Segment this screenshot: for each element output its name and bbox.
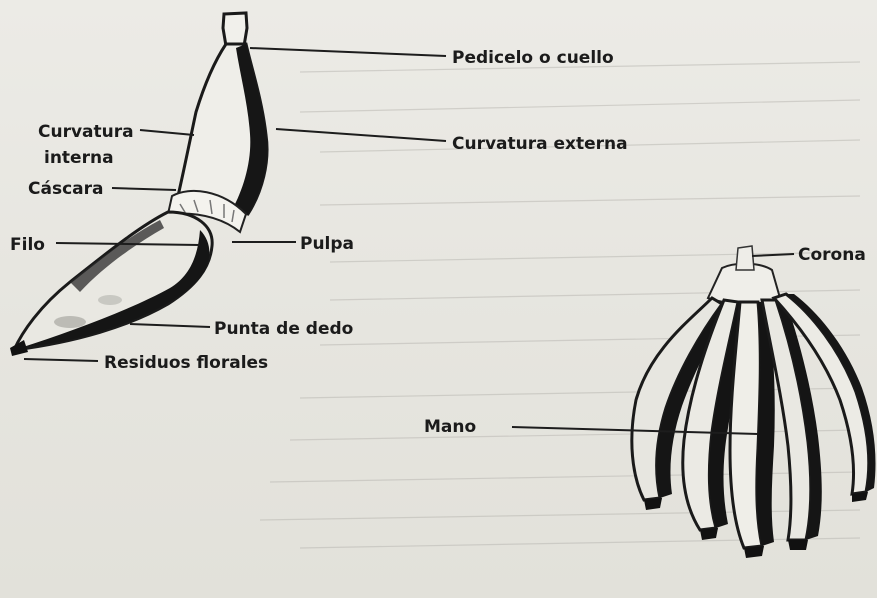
label-pulpa: Pulpa (300, 234, 354, 254)
label-curvatura-externa: Curvatura externa (452, 134, 628, 154)
banana-mottle (54, 316, 86, 328)
leader-cascara (112, 188, 176, 190)
leader-pedicelo (250, 48, 446, 56)
banana-pedicel (223, 13, 247, 46)
label-filo: Filo (10, 235, 45, 255)
label-pedicelo: Pedicelo o cuello (452, 48, 614, 68)
label-curvatura-interna-line1: Curvatura (38, 122, 134, 142)
banana-mottle (98, 295, 122, 305)
label-punta-de-dedo: Punta de dedo (214, 319, 353, 339)
label-mano: Mano (424, 417, 476, 437)
banana-hand-illustration (632, 246, 876, 558)
label-cascara: Cáscara (28, 179, 103, 199)
leader-punta (130, 324, 210, 327)
banana-hand-crown-top (736, 246, 754, 270)
label-corona: Corona (798, 245, 866, 265)
leader-curvatura-interna (140, 130, 194, 135)
label-curvatura-interna-line2: interna (44, 148, 114, 168)
leader-residuos (24, 359, 98, 361)
leader-curvatura-externa (276, 129, 446, 141)
label-residuos-florales: Residuos florales (104, 353, 268, 373)
